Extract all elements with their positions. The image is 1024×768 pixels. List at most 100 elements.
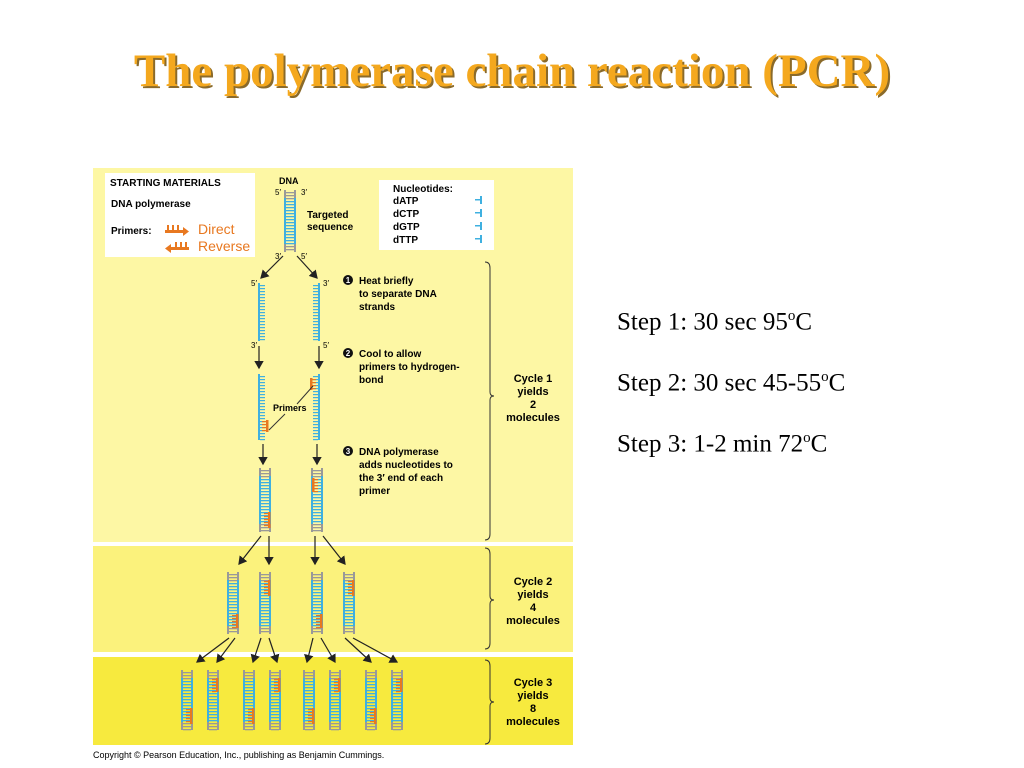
- svg-text:the 3′ end of each: the 3′ end of each: [359, 473, 443, 484]
- cycle3-label: Cycle 3: [514, 677, 553, 689]
- primer-reverse-label: Reverse: [198, 238, 250, 254]
- flow-arrow: [268, 637, 280, 664]
- svg-text:molecules: molecules: [506, 615, 560, 627]
- flow-arrow: [304, 637, 314, 664]
- primer-segment: [268, 512, 271, 528]
- svg-text:3′: 3′: [323, 279, 329, 288]
- c3-mol-6: [365, 670, 377, 731]
- svg-text:strands: strands: [359, 302, 396, 313]
- starting-materials-label: STARTING MATERIALS: [110, 178, 221, 189]
- primer-segment: [312, 478, 315, 492]
- cycle2-panel: [93, 546, 573, 652]
- nucleotide-dctp: dCTP: [393, 209, 419, 220]
- primer-segment: [190, 708, 193, 724]
- svg-text:to separate DNA: to separate DNA: [359, 289, 437, 300]
- nucleotide-dttp: dTTP: [393, 235, 418, 246]
- flow-arrow: [250, 637, 262, 664]
- nucleotide-datp: dATP: [393, 196, 419, 207]
- primer-segment: [352, 580, 355, 596]
- primer-segment: [320, 614, 323, 628]
- primer-segment: [374, 708, 377, 724]
- c3-mol-7: [391, 670, 403, 731]
- svg-text:3′: 3′: [251, 341, 257, 350]
- c2-b: [259, 572, 271, 634]
- svg-text:8: 8: [530, 703, 536, 715]
- primer-segment: [400, 678, 403, 692]
- copyright-notice: Copyright © Pearson Education, Inc., pub…: [93, 750, 385, 760]
- c2-c: [311, 572, 323, 634]
- cycle1-bracket: [484, 261, 495, 541]
- dna-polymerase-label: DNA polymerase: [111, 199, 191, 210]
- primers-callout: Primers: [273, 403, 307, 413]
- original-dna: [284, 190, 296, 252]
- c3-mol-0: [181, 670, 193, 731]
- flow-arrow: [352, 637, 399, 663]
- cycle2-bracket: [484, 547, 495, 650]
- c3-mol-3: [269, 670, 281, 731]
- nucleotides-box: [379, 180, 494, 250]
- svg-text:5′: 5′: [301, 252, 307, 261]
- svg-text:adds nucleotides to: adds nucleotides to: [359, 460, 453, 471]
- svg-text:bond: bond: [359, 375, 383, 386]
- pcr-steps: Step 1: 30 sec 95oC Step 2: 30 sec 45-55…: [617, 308, 845, 491]
- svg-text:yields: yields: [517, 386, 548, 398]
- primer-segment: [216, 678, 219, 692]
- primer-segment: [278, 678, 281, 692]
- step1-text: Heat briefly: [359, 276, 414, 287]
- primer-segment: [310, 378, 313, 390]
- step2-text: Cool to allow: [359, 349, 421, 360]
- primer-segment: [268, 580, 271, 596]
- c3-mol-1: [207, 670, 219, 731]
- cycle2-label: Cycle 2: [514, 576, 553, 588]
- primer-segment: [236, 614, 239, 628]
- c2-d: [343, 572, 355, 634]
- step-1: Step 1: 30 sec 95oC: [617, 308, 813, 336]
- flow-arrow: [260, 255, 284, 279]
- flow-arrow: [344, 637, 372, 663]
- flow-arrow: [322, 535, 346, 565]
- flow-arrow: [296, 255, 318, 279]
- svg-text:molecules: molecules: [506, 412, 560, 424]
- dna-label: DNA: [279, 176, 299, 186]
- svg-text:primer: primer: [359, 486, 390, 497]
- svg-text:2: 2: [530, 399, 536, 411]
- c3-mol-2: [243, 670, 255, 731]
- dna-strands: [181, 190, 403, 731]
- svg-text:5′: 5′: [251, 279, 257, 288]
- primer-segment: [252, 708, 255, 724]
- svg-text:5′: 5′: [323, 341, 329, 350]
- flow-arrow: [196, 637, 230, 663]
- svg-text:sequence: sequence: [307, 222, 354, 233]
- flow-arrow: [216, 637, 236, 663]
- primer-segment: [312, 708, 315, 724]
- primer-reverse-icon: [165, 242, 189, 253]
- c2-a: [227, 572, 239, 634]
- cycle1-label: Cycle 1: [514, 373, 553, 385]
- step-2: Step 2: 30 sec 45-55oC: [617, 369, 846, 397]
- slide-title: The polymerase chain reaction (PCR): [133, 45, 891, 97]
- pcr-diagram: STARTING MATERIALS DNA polymerase Primer…: [93, 168, 573, 745]
- nucleotides-title: Nucleotides:: [393, 184, 453, 195]
- c3-mol-4: [303, 670, 315, 731]
- flow-arrow: [320, 637, 336, 664]
- svg-text:molecules: molecules: [506, 716, 560, 728]
- primer-segment: [338, 678, 341, 692]
- svg-text:3′: 3′: [275, 252, 281, 261]
- svg-text:3: 3: [346, 447, 351, 456]
- flow-arrow: [238, 535, 262, 565]
- strand-right: [313, 283, 320, 341]
- svg-text:primers to hydrogen-: primers to hydrogen-: [359, 362, 460, 373]
- cycle1-product-a: [259, 468, 271, 532]
- svg-text:5′: 5′: [275, 188, 281, 197]
- targeted-sequence-label: Targeted: [307, 210, 349, 221]
- svg-text:3′: 3′: [301, 188, 307, 197]
- nucleotide-dgtp: dGTP: [393, 222, 420, 233]
- primers-label: Primers:: [111, 226, 152, 237]
- primer-direct-label: Direct: [198, 221, 235, 237]
- step-3: Step 3: 1-2 min 72oC: [617, 430, 828, 458]
- flow-arrows: [196, 255, 399, 664]
- c3-mol-5: [329, 670, 341, 731]
- svg-text:yields: yields: [517, 589, 548, 601]
- svg-text:yields: yields: [517, 690, 548, 702]
- step3-text: DNA polymerase: [359, 447, 439, 458]
